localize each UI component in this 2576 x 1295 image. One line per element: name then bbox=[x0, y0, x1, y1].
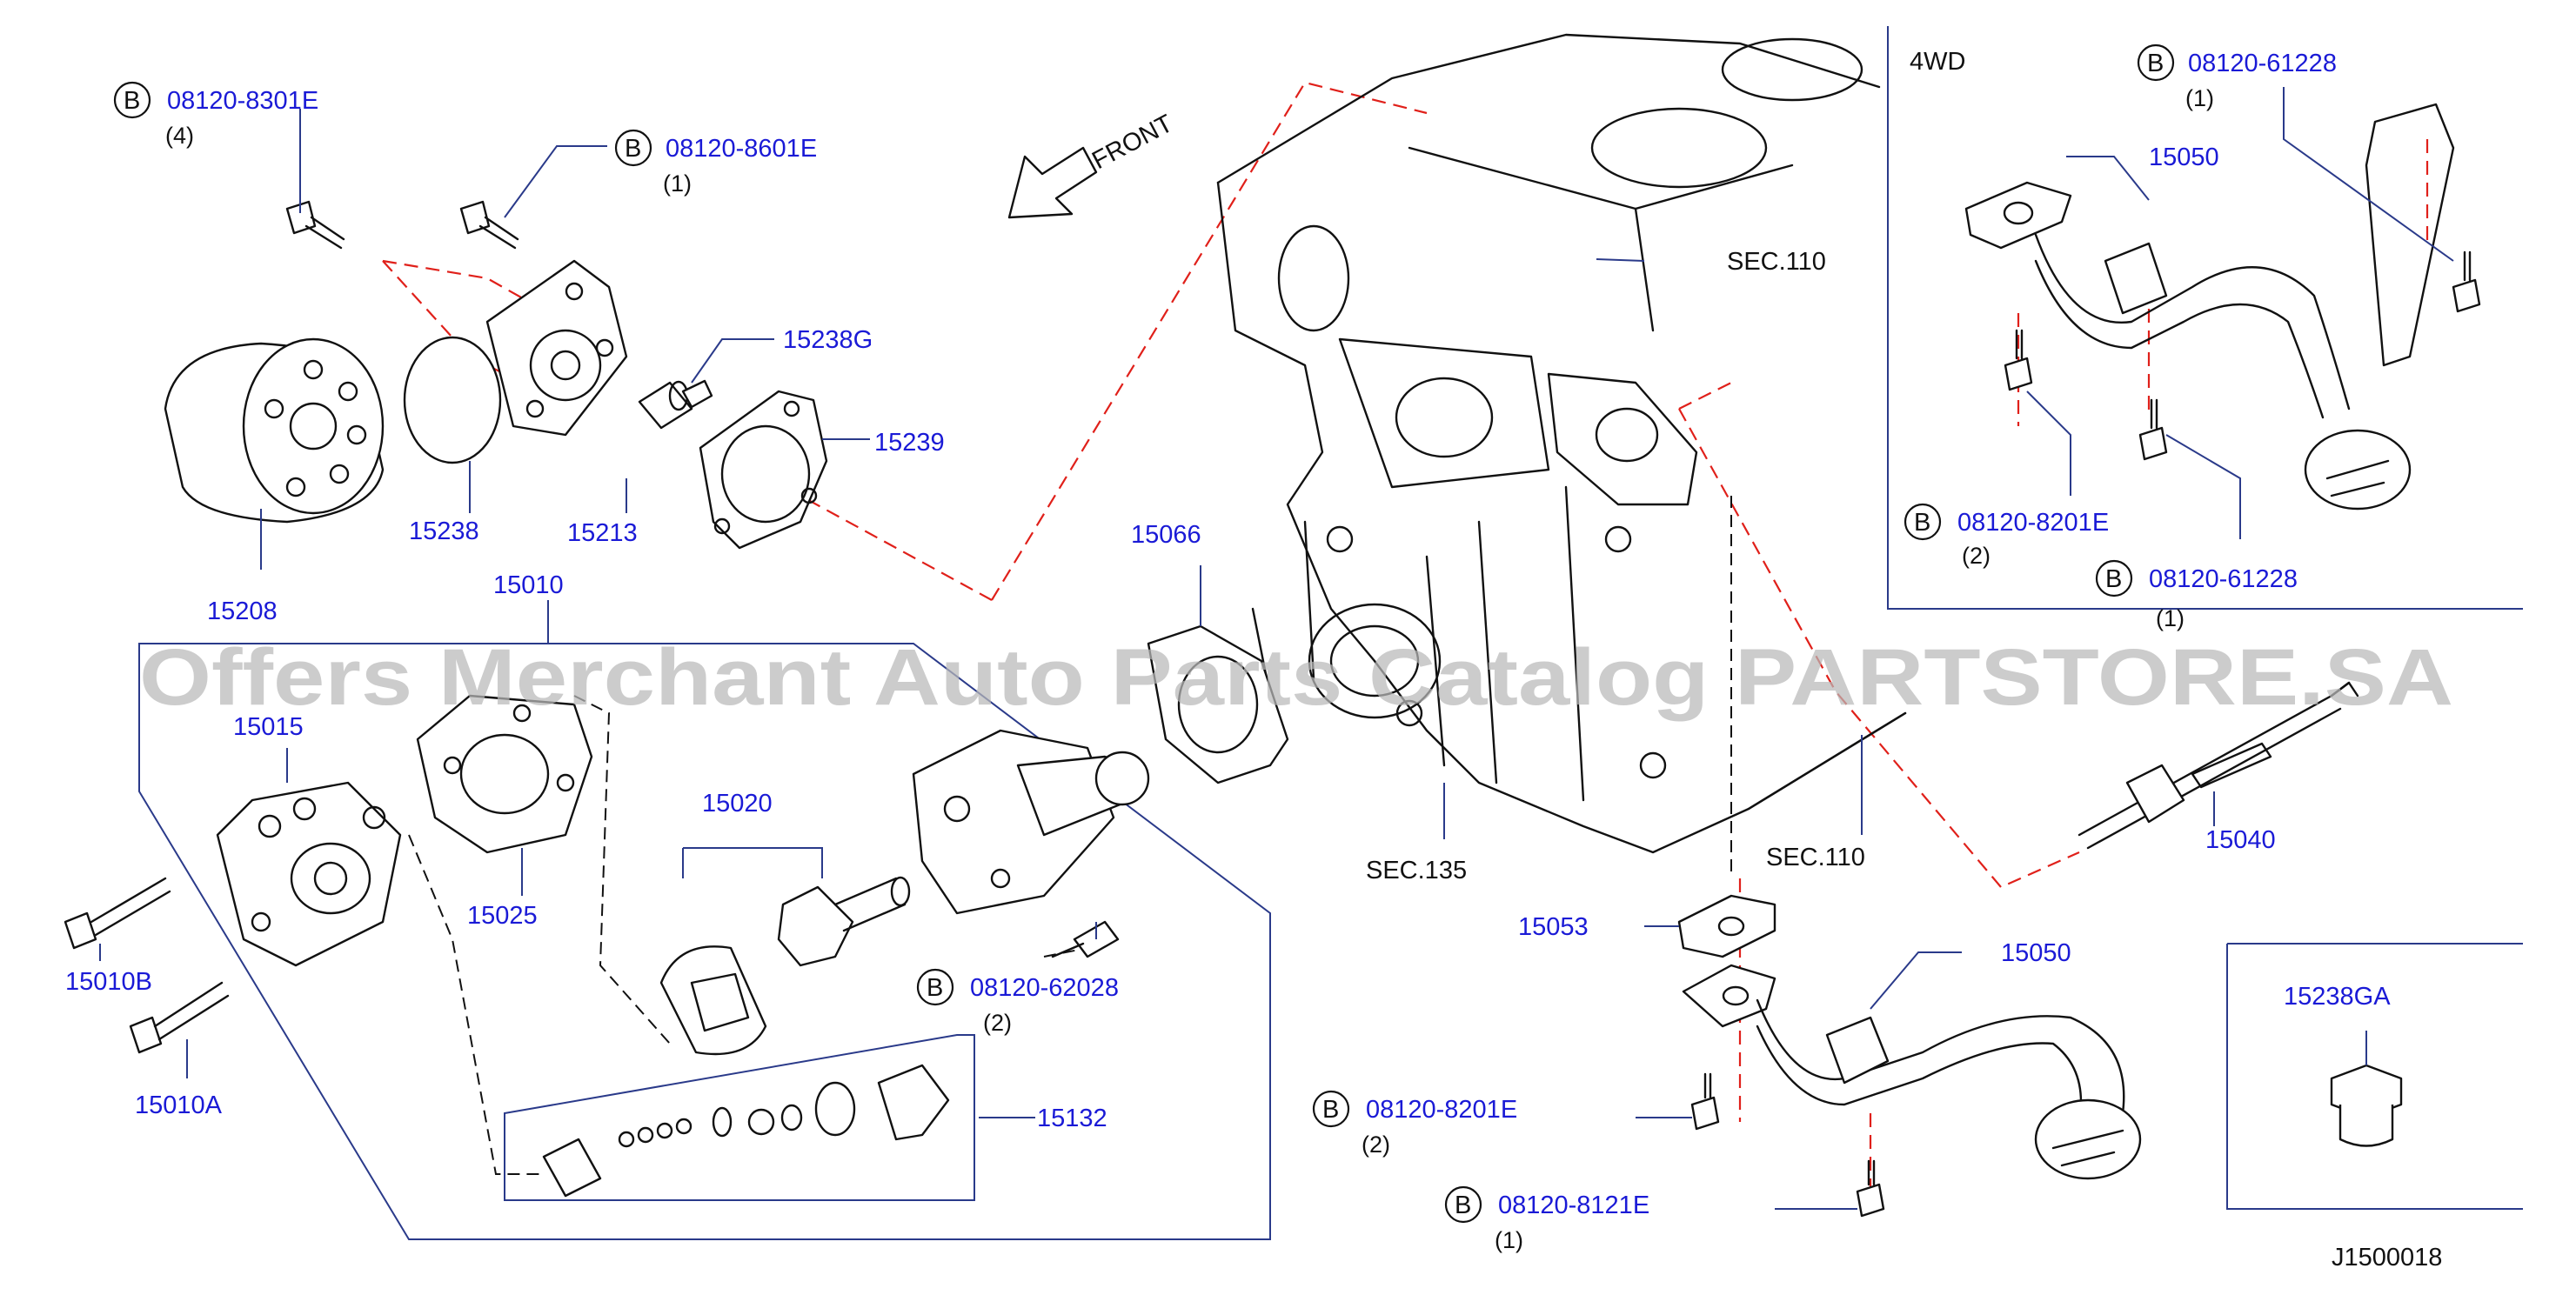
oil-strainer-15050-main bbox=[1682, 964, 2142, 1180]
callout-15010A[interactable]: 15010A bbox=[135, 1091, 223, 1119]
gasket-15053 bbox=[1677, 894, 1776, 958]
callout-15025[interactable]: 15025 bbox=[467, 902, 538, 930]
bolt-qty-62028: (2) bbox=[983, 1010, 1012, 1036]
bolt-marker: B bbox=[2105, 565, 2122, 593]
bolt-part-61228-top: 08120-61228 bbox=[2188, 50, 2337, 77]
callout-15053[interactable]: 15053 bbox=[1518, 913, 1589, 941]
bolt-callout-8301E[interactable]: B 08120-8301E (4) bbox=[113, 81, 318, 149]
callout-15050-4wd[interactable]: 15050 bbox=[2149, 144, 2219, 171]
bolt-part-8121E: 08120-8121E bbox=[1498, 1192, 1649, 1219]
bolt-marker: B bbox=[927, 974, 943, 1002]
callout-15050-main[interactable]: 15050 bbox=[2001, 939, 2071, 967]
bolt-callout-8121E[interactable]: B 08120-8121E (1) bbox=[1444, 1185, 1649, 1253]
oil-pump-body bbox=[912, 729, 1150, 915]
bolt-part-8601E: 08120-8601E bbox=[666, 135, 817, 163]
bolt-marker: B bbox=[1914, 509, 1930, 537]
bolt-qty-8201E-main: (2) bbox=[1362, 1131, 1390, 1158]
callout-15066[interactable]: 15066 bbox=[1131, 521, 1201, 549]
frame-lines bbox=[138, 26, 2523, 1240]
relief-valve-kit-15132 bbox=[542, 1064, 950, 1198]
bolt-qty-61228-top: (1) bbox=[2185, 85, 2214, 111]
bolt-qty-61228-bottom: (1) bbox=[2156, 605, 2185, 631]
bolt-callouts: B 08120-8301E (4) B 08120-8601E (1) B 08… bbox=[113, 43, 2337, 1253]
bolt-part-8301E: 08120-8301E bbox=[167, 87, 318, 115]
callout-15238[interactable]: 15238 bbox=[409, 517, 479, 545]
callout-15132[interactable]: 15132 bbox=[1037, 1105, 1107, 1132]
bolt-qty-8121E: (1) bbox=[1495, 1227, 1523, 1253]
bolt-part-8201E-main: 08120-8201E bbox=[1366, 1096, 1517, 1124]
callout-15020[interactable]: 15020 bbox=[702, 790, 773, 818]
sec-110-bottom[interactable]: SEC.110 bbox=[1766, 844, 1865, 871]
front-arrow: FRONT bbox=[1007, 110, 1178, 219]
oil-pump-gasket-15025 bbox=[416, 694, 593, 854]
sec-135[interactable]: SEC.135 bbox=[1366, 857, 1467, 884]
bolt-marker: B bbox=[1322, 1096, 1339, 1124]
bolt-marker: B bbox=[124, 87, 140, 115]
callout-15213[interactable]: 15213 bbox=[567, 519, 638, 547]
strainer-bolts-4wd bbox=[2004, 250, 2481, 461]
oil-strainer-15050-4wd bbox=[1964, 103, 2455, 511]
bolt-qty-8601E: (1) bbox=[663, 170, 692, 197]
bolt-marker: B bbox=[2147, 50, 2164, 77]
diagram-id: J1500018 bbox=[2332, 1244, 2442, 1272]
callout-15239[interactable]: 15239 bbox=[874, 429, 945, 457]
bolt-callout-61228-bottom[interactable]: B 08120-61228 (1) bbox=[2095, 559, 2298, 631]
bolt-callout-8201E-main[interactable]: B 08120-8201E (2) bbox=[1312, 1090, 1517, 1158]
callout-15238G[interactable]: 15238G bbox=[783, 326, 873, 354]
sec-110-top[interactable]: SEC.110 bbox=[1727, 248, 1826, 276]
oil-filter-15208 bbox=[164, 337, 385, 524]
bolt-callout-62028[interactable]: B 08120-62028 (2) bbox=[916, 968, 1119, 1036]
callout-15015[interactable]: 15015 bbox=[233, 713, 304, 741]
watermark: Offers Merchant Auto Parts Catalog PARTS… bbox=[139, 633, 2453, 722]
variant-4wd: 4WD bbox=[1910, 48, 1965, 76]
bolt-marker: B bbox=[1455, 1192, 1471, 1219]
gasket-15239 bbox=[699, 390, 828, 550]
bolt-qty-8301E: (4) bbox=[165, 123, 194, 149]
dipstick-15040 bbox=[2078, 681, 2359, 850]
bolt-qty-8201E-4wd: (2) bbox=[1962, 543, 1991, 569]
bolt-part-8201E-4wd: 08120-8201E bbox=[1957, 509, 2109, 537]
front-label: FRONT bbox=[1087, 110, 1177, 175]
callout-15010B[interactable]: 15010B bbox=[65, 968, 152, 996]
bolt-marker: B bbox=[625, 135, 641, 163]
strainer-bolts-main bbox=[1690, 1072, 1885, 1218]
callout-15208[interactable]: 15208 bbox=[207, 597, 278, 625]
bolt-callout-8201E-4wd[interactable]: B 08120-8201E (2) bbox=[1904, 503, 2109, 569]
bolt-callout-61228-top[interactable]: B 08120-61228 (1) bbox=[2137, 43, 2337, 111]
connector-15213 bbox=[638, 379, 713, 430]
callouts: 15208 15238 15213 15238G 15239 15010 150… bbox=[65, 144, 2391, 1132]
front-cover-gasket-15066 bbox=[1147, 624, 1289, 784]
bolt-part-62028: 08120-62028 bbox=[970, 974, 1119, 1002]
plug-15238GA bbox=[2330, 1064, 2403, 1147]
black-dashed-guides bbox=[408, 496, 1732, 1175]
oil-filter-bracket-15238 bbox=[403, 259, 628, 464]
bolt-callout-8601E[interactable]: B 08120-8601E (1) bbox=[614, 129, 817, 197]
callout-15040[interactable]: 15040 bbox=[2205, 826, 2276, 854]
callout-15010[interactable]: 15010 bbox=[493, 571, 564, 599]
red-dashed-guides bbox=[382, 81, 2429, 1192]
oil-pump-rotor-15020 bbox=[659, 876, 911, 1056]
section-refs: SEC.110 SEC.110 SEC.135 4WD J1500018 bbox=[1366, 48, 2442, 1272]
oil-filter-bolts bbox=[285, 200, 519, 250]
oil-pump-cover-15015 bbox=[216, 781, 402, 967]
callout-15238GA[interactable]: 15238GA bbox=[2284, 983, 2391, 1011]
bolt-part-61228-bottom: 08120-61228 bbox=[2149, 565, 2298, 593]
leader-lines bbox=[99, 87, 2454, 1210]
engine-block bbox=[1216, 33, 1907, 854]
